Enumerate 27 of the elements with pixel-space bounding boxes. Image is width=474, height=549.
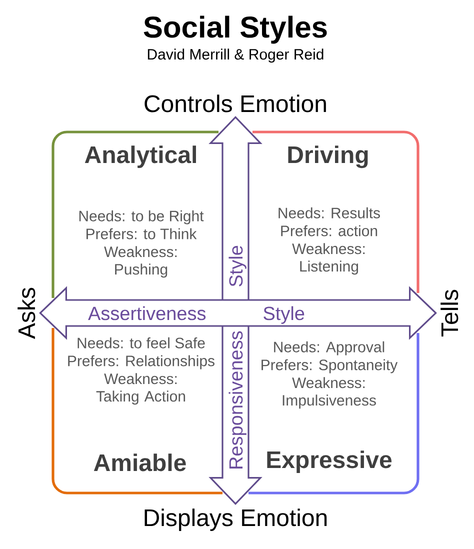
quadrant-heading: Amiable [94,454,186,472]
quadrant-box [52,130,218,298]
axis-label: Asks [18,288,36,339]
trait-text: Prefers: action [281,225,378,236]
quadrant-box [52,328,222,494]
trait-text: Prefers: Spontaneity [262,359,398,374]
trait-text: Needs: to be Right [79,210,204,224]
trait-text: Weakness: Pushing [104,246,177,278]
quadrant-box [252,130,420,293]
quadrant-heading: Driving [288,146,368,168]
trait-text: Weakness: Impulsiveness [282,377,376,409]
trait-text: Prefers: Relationships [68,355,214,370]
title: Social Styles [144,16,327,44]
trait-text: Weakness: Listening [292,243,365,275]
trait-text: Weakness: Taking Action [96,373,186,405]
trait-text: Prefers: to Think [86,228,197,240]
trait-text: Needs: Results [278,207,380,218]
axis-label: Tells [440,290,458,336]
quadrant-heading: Expressive [267,450,392,473]
trait-text: Needs: to feel Safe [78,337,205,348]
axis-label: Displays Emotion [144,508,327,531]
subtitle: David Merrill & Roger Reid [148,48,324,63]
trait-text: Needs: Approval [274,341,384,356]
quadrant-heading: Analytical [84,146,196,168]
quadrant-box [248,333,420,494]
axis-label: Controls Emotion [144,94,326,112]
double-arrow [39,286,437,340]
